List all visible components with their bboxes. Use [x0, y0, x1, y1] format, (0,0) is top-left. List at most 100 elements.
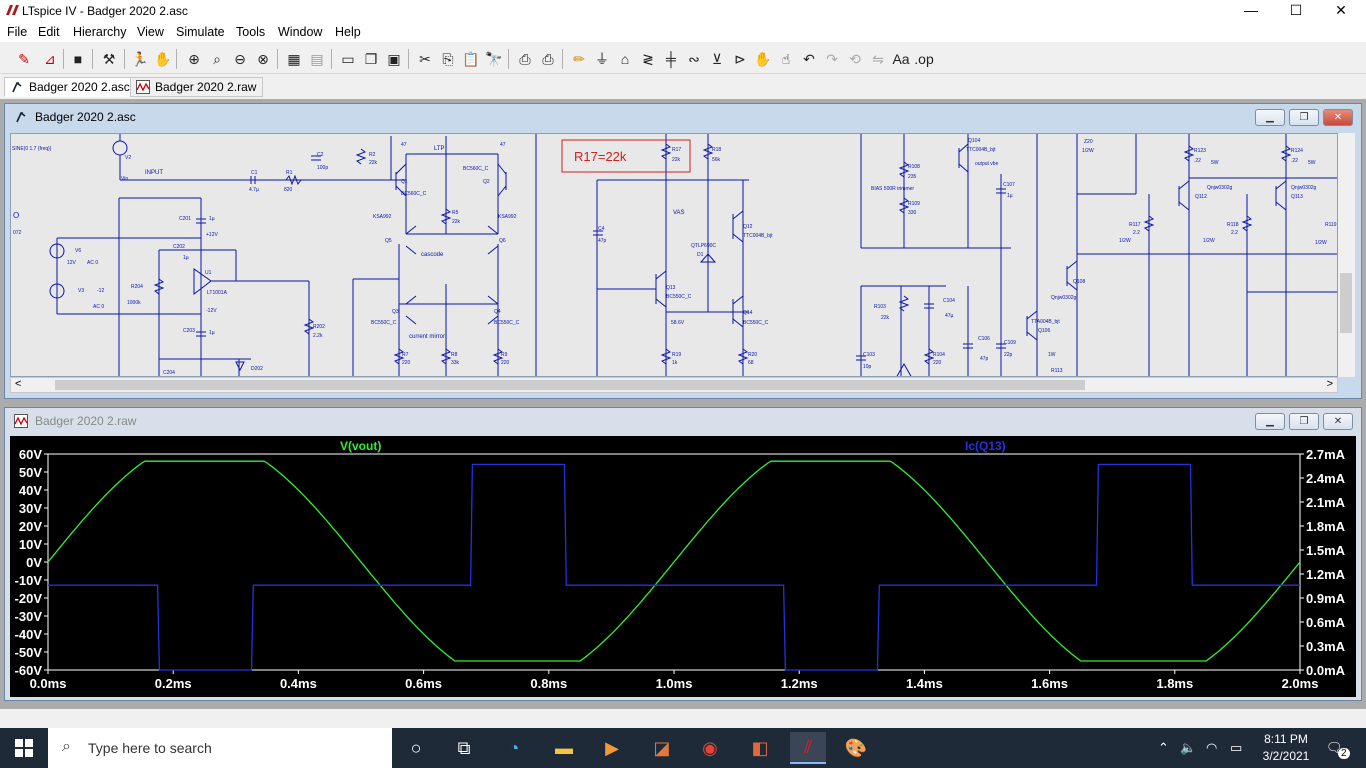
scroll-right-icon[interactable]: > [1326, 378, 1333, 390]
schematic-canvas[interactable]: R17=22k SINE(0 1.7 {freq}) INPUT Vin V2 … [10, 133, 1338, 377]
spice-directive-icon[interactable]: .op [914, 51, 934, 67]
y-left-tick-label: -60V [15, 663, 43, 678]
r109-value: 330 [908, 210, 917, 216]
y-right-tick-label: 2.4mA [1306, 471, 1346, 486]
zoom-fit-icon[interactable]: ⊗ [257, 50, 269, 67]
search-box[interactable]: ⌕ Type here to search [48, 728, 392, 768]
drag-icon[interactable]: ☝ [781, 50, 791, 67]
schematic-vertical-scrollbar[interactable] [1338, 133, 1355, 377]
tile-horizontal-icon[interactable]: ▭ [341, 50, 355, 67]
undo-icon[interactable]: ↶ [803, 50, 815, 67]
tab-waveform[interactable]: Badger 2020 2.raw [130, 77, 264, 97]
print-preview-icon[interactable]: ⎙ [519, 50, 531, 67]
c204-label: C204 [163, 370, 175, 376]
task-view-icon[interactable]: ⧉ [457, 737, 471, 758]
menu-tools[interactable]: Tools [236, 25, 266, 39]
cortana-icon[interactable]: ○ [410, 737, 422, 758]
menu-edit[interactable]: Edit [38, 25, 60, 39]
scroll-thumb[interactable] [55, 380, 1085, 390]
schematic-close-button[interactable]: ✕ [1323, 109, 1353, 126]
open-file-icon[interactable]: ⊿ [44, 50, 56, 67]
capacitor-icon[interactable]: ╪ [666, 51, 676, 67]
tray-chevron-icon[interactable]: ⌃ [1158, 740, 1169, 755]
paint-icon[interactable]: 🎨 [844, 737, 868, 758]
ground-icon[interactable]: ⏚ [595, 51, 609, 67]
copy-icon[interactable]: ⎘ [442, 50, 454, 67]
pan-icon[interactable]: ▤ [310, 50, 324, 67]
network-icon[interactable]: ◠ [1206, 740, 1218, 755]
zoom-out-icon[interactable]: ⊖ [234, 50, 246, 67]
office-icon[interactable]: ◪ [653, 737, 671, 758]
close-button[interactable]: ✕ [1335, 2, 1347, 18]
schematic-minimize-button[interactable]: ▁ [1255, 109, 1285, 126]
volume-icon[interactable]: 🔈 [1180, 740, 1197, 755]
r8-label: R8 [451, 352, 458, 358]
file-explorer-icon[interactable]: ▬ [555, 737, 573, 758]
battery-icon[interactable]: ▭ [1230, 740, 1243, 755]
menu-file[interactable]: File [7, 25, 28, 39]
find-icon[interactable]: 🔭 [485, 50, 503, 67]
resistor-icon[interactable]: ≷ [642, 50, 654, 67]
c109-label: C109 [1004, 340, 1016, 346]
y-left-tick-label: 0V [26, 555, 42, 570]
menu-simulate[interactable]: Simulate [176, 25, 225, 39]
zoom-area-icon[interactable]: ⌕ [213, 50, 221, 67]
autorange-icon[interactable]: ▦ [287, 50, 301, 67]
move-icon[interactable]: ✋ [754, 50, 772, 67]
open-schematic-icon[interactable]: ✎ [18, 50, 30, 67]
maximize-button[interactable]: ☐ [1289, 2, 1303, 18]
start-button[interactable] [0, 728, 48, 768]
redo-icon[interactable]: ↷ [826, 50, 838, 67]
chrome-icon[interactable]: ◉ [702, 737, 718, 758]
legend-ic-q13[interactable]: Ic(Q13) [965, 439, 1006, 453]
q5-label: Q5 [385, 238, 392, 244]
taskbar: ⌕ Type here to search ○ ⧉ ◔ ▬ ▶ ◪ ◉ ◧ ⫽ … [0, 728, 1366, 768]
zoom-in-icon[interactable]: ⊕ [188, 50, 200, 67]
r2-label: R2 [369, 152, 376, 158]
c201-value: 1µ [209, 216, 215, 222]
waveform-restore-button[interactable]: ❐ [1289, 413, 1319, 430]
ltspice-taskbar-icon[interactable]: ⫽ [790, 732, 826, 764]
run-icon[interactable]: 🏃 [131, 50, 149, 67]
menu-help[interactable]: Help [335, 25, 361, 39]
paste-icon[interactable]: 📋 [462, 50, 480, 67]
print-icon[interactable]: ⎙ [542, 50, 554, 67]
control-panel-icon[interactable]: ⚒ [102, 50, 116, 67]
q106-model: TTA004B_bjt [1031, 319, 1060, 325]
minimize-button[interactable]: — [1244, 2, 1258, 18]
halt-icon[interactable]: ✋ [154, 50, 172, 67]
save-icon[interactable]: ■ [73, 51, 83, 67]
scroll-left-icon[interactable]: < [15, 378, 22, 390]
q3-model: BC550C_C [371, 320, 397, 326]
clock[interactable]: 8:11 PM 3/2/2021 [1256, 731, 1316, 765]
menu-view[interactable]: View [137, 25, 164, 39]
diode-icon[interactable]: ⊻ [711, 50, 723, 67]
waveform-close-button[interactable]: ✕ [1323, 413, 1353, 430]
media-player-icon[interactable]: ▶ [605, 737, 619, 758]
schematic-horizontal-scrollbar[interactable]: < > [10, 377, 1338, 393]
legend-vout[interactable]: V(vout) [340, 439, 381, 453]
v3-value: -12 [97, 288, 104, 294]
edge-icon[interactable]: ◔ [508, 737, 520, 758]
powerpoint-icon[interactable]: ◧ [751, 737, 769, 758]
mirror-icon[interactable]: ⇋ [872, 50, 884, 67]
r18-value: 56k [712, 157, 721, 163]
schematic-restore-button[interactable]: ❐ [1289, 109, 1319, 126]
output-vbe-label: output vbe [975, 161, 999, 167]
menu-window[interactable]: Window [278, 25, 323, 39]
inductor-icon[interactable]: ∾ [688, 50, 700, 67]
component-icon[interactable]: ⊳ [734, 50, 746, 67]
tab-schematic[interactable]: Badger 2020 2.asc [4, 77, 137, 97]
tile-vertical-icon[interactable]: ▣ [387, 50, 401, 67]
menu-hierarchy[interactable]: Hierarchy [73, 25, 127, 39]
cascade-icon[interactable]: ❐ [364, 50, 378, 67]
label-net-icon[interactable]: ⌂ [620, 51, 630, 67]
cut-icon[interactable]: ✂ [419, 50, 431, 67]
rotate-icon[interactable]: ⟲ [849, 50, 861, 67]
r103-value: 22k [881, 315, 890, 321]
waveform-minimize-button[interactable]: ▁ [1255, 413, 1285, 430]
text-icon[interactable]: Aa [892, 51, 910, 67]
wire-icon[interactable]: ✏ [573, 50, 585, 67]
r5-value: 22k [452, 219, 461, 225]
